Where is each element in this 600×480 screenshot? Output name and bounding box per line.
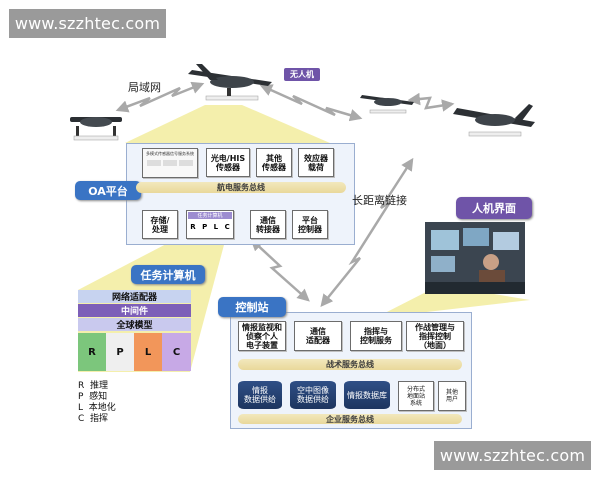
- command-control-box: 指挥与 控制服务: [350, 321, 402, 351]
- legend-l: L 本地化: [78, 400, 116, 413]
- rplc-l-block: L: [134, 333, 162, 371]
- drone-center-icon: [188, 64, 272, 101]
- effector-box: 效应器 载荷: [298, 148, 334, 177]
- legend-r: R 推理: [78, 378, 108, 391]
- storage-box: 存储/ 处理: [142, 210, 178, 239]
- rplc-c-block: C: [162, 333, 191, 371]
- intel-device-box: 情报监视和 侦察个人 电子装置: [238, 321, 286, 351]
- oa-tiny-box-label: 多模式传感器信号服务系统: [146, 151, 194, 156]
- distributed-ground-box: 分布式 地面站 系统: [398, 381, 434, 411]
- oa-tiny-box: 多模式传感器信号服务系统: [142, 148, 198, 178]
- air-image-cylinder: 空中图像 数据供给: [290, 381, 336, 409]
- lan-label: 局域网: [128, 81, 161, 94]
- legend-key: L: [78, 403, 84, 413]
- ops-management-box: 作战管理与 指挥控制 （地面）: [406, 321, 464, 351]
- tactical-bus: 战术服务总线: [238, 359, 462, 370]
- tiny-cell: [179, 160, 193, 166]
- hmi-photo: [425, 222, 525, 294]
- drone-right-icon: [453, 104, 535, 137]
- oa-mission-box: 任务计算机 R P L C: [186, 210, 234, 239]
- platform-controller-box: 平台 控制器: [292, 210, 328, 239]
- uav-link-right: [259, 84, 363, 122]
- rplc-r-block: R: [78, 333, 106, 371]
- watermark-top: www.szzhtec.com: [9, 9, 166, 38]
- network-adapter-layer: 网络适配器: [78, 290, 191, 303]
- watermark-bottom: www.szzhtec.com: [434, 441, 591, 470]
- long-distance-link: [320, 157, 414, 307]
- oa-mission-box-label: 任务计算机: [188, 212, 232, 219]
- enterprise-bus: 企业服务总线: [238, 414, 462, 424]
- oa-rplc-l: L: [213, 223, 219, 231]
- avionics-bus: 航电服务总线: [136, 182, 346, 193]
- uav-link-far: [407, 92, 455, 112]
- oa-station-link: [250, 238, 310, 302]
- legend-key: R: [78, 381, 85, 391]
- legend-text: 本地化: [88, 403, 116, 413]
- legend-key: P: [78, 392, 84, 402]
- intel-db-cylinder: 情报数据库: [344, 381, 390, 409]
- legend-c: C 指挥: [78, 411, 108, 424]
- legend-p: P 感知: [78, 389, 107, 402]
- oa-rplc-r: R: [190, 223, 196, 231]
- tiny-cell: [147, 160, 161, 166]
- global-model-layer: 全球模型: [78, 318, 191, 331]
- long-link-label: 长距离链接: [352, 194, 407, 207]
- uav-beam: [125, 105, 330, 143]
- oa-platform-title: OA平台: [75, 181, 141, 200]
- uav-badge: 无人机: [284, 68, 320, 81]
- mission-computer-title: 任务计算机: [131, 265, 205, 284]
- legend-text: 推理: [90, 381, 109, 391]
- other-sensor-box: 其他 传感器: [256, 148, 292, 177]
- legend-text: 指挥: [90, 414, 109, 424]
- legend-text: 感知: [89, 392, 108, 402]
- intel-feed-cylinder: 情报 数据供给: [238, 381, 282, 409]
- comm-adapter-box: 通信 转接器: [250, 210, 286, 239]
- lan-link: [115, 81, 205, 113]
- legend-key: C: [78, 414, 85, 424]
- rplc-p-block: P: [106, 333, 134, 371]
- middleware-layer: 中间件: [78, 304, 191, 317]
- hmi-title: 人机界面: [456, 197, 532, 219]
- eo-his-sensor-box: 光电/HIS 传感器: [206, 148, 250, 177]
- comm-adapter-station-box: 通信 适配器: [294, 321, 342, 351]
- hmi-beam: [375, 290, 530, 318]
- control-station-title: 控制站: [218, 297, 286, 317]
- oa-rplc-c: C: [224, 223, 230, 231]
- drone-left-icon: [70, 117, 122, 141]
- other-users-box: 其他 用户: [438, 381, 466, 411]
- tiny-cell: [163, 160, 177, 166]
- drone-mid-right-icon: [360, 95, 414, 114]
- oa-rplc-p: P: [202, 223, 208, 231]
